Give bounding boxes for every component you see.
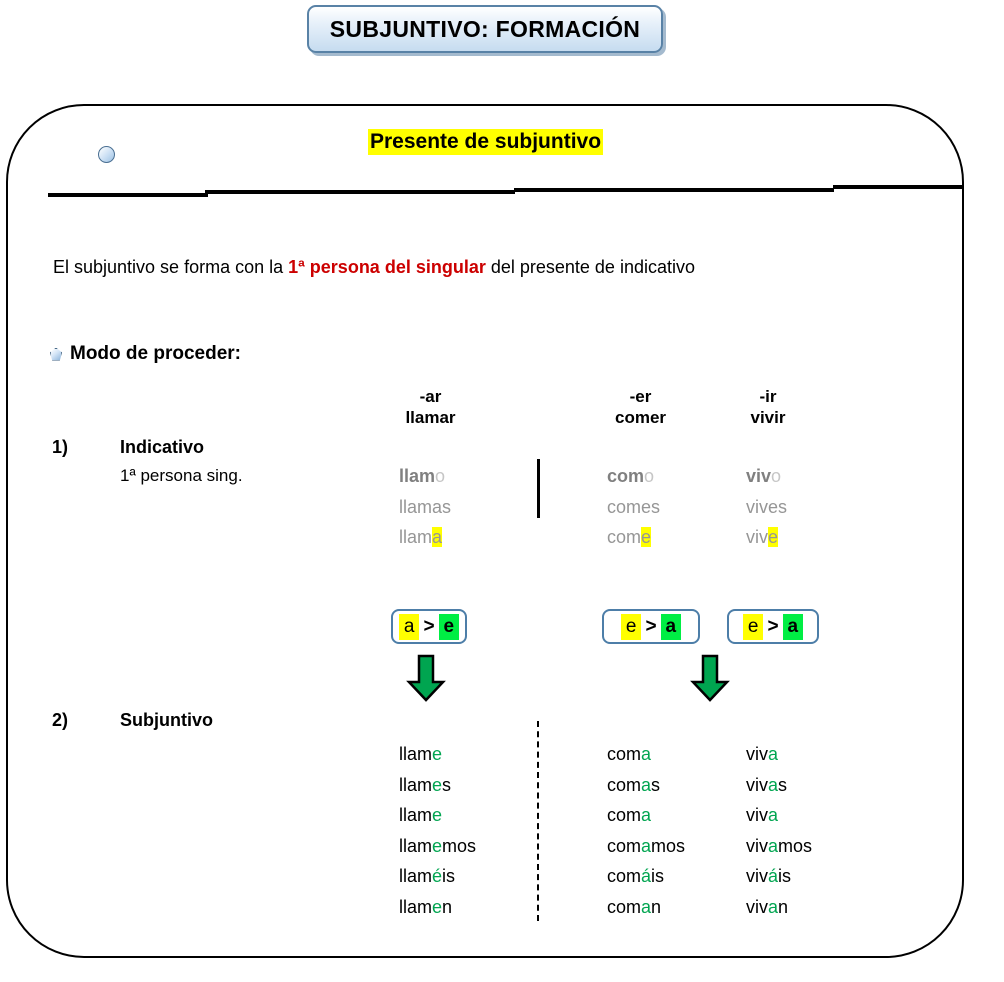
rule-source: e: [742, 613, 764, 640]
down-arrow-icon: [406, 654, 446, 702]
subjuntivo-form: coman: [607, 896, 662, 917]
indicativo-column-llamar: llamo llamas llama: [399, 461, 451, 553]
verb-group-header-er: -er comer: [578, 386, 703, 429]
intro-emphasis: 1ª persona del singular: [288, 257, 486, 277]
header-divider-segment: [205, 190, 515, 194]
step-1-number: 1): [52, 437, 69, 457]
subjuntivo-column-vivir: viva vivas viva vivamos viváis vivan: [746, 739, 812, 922]
title-banner: SUBJUNTIVO: FORMACIÓN: [307, 5, 663, 53]
indicativo-column-separator: [537, 459, 540, 518]
verb-group-infinitive: llamar: [405, 408, 456, 428]
indicativo-form: como: [607, 466, 655, 486]
rule-box-er: e > a: [602, 609, 700, 644]
indicativo-column-comer: como comes come: [607, 461, 660, 553]
subjuntivo-form: viváis: [746, 866, 792, 886]
subjuntivo-form: coma: [607, 805, 652, 825]
circle-bullet-icon: [98, 146, 115, 163]
step-1-title: Indicativo: [120, 437, 205, 457]
subjuntivo-form: vivamos: [746, 835, 813, 856]
subjuntivo-form: llamemos: [399, 835, 477, 856]
indicativo-form: llamo: [399, 466, 446, 486]
indicativo-form: vives: [746, 496, 788, 517]
step-1-subtitle: 1ª persona sing.: [120, 466, 243, 485]
intro-text-after: del presente de indicativo: [485, 257, 695, 277]
indicativo-form: comes: [607, 496, 661, 517]
indicativo-column-vivir: vivo vives vive: [746, 461, 787, 553]
verb-group-ending: -ir: [759, 387, 777, 406]
down-arrow-icon: [690, 654, 730, 702]
intro-sentence: El subjuntivo se forma con la 1ª persona…: [53, 257, 695, 278]
intro-text-before: El subjuntivo se forma con la: [53, 257, 289, 277]
subjuntivo-column-llamar: llame llames llame llamemos llaméis llamen: [399, 739, 476, 922]
rule-box-ar: a > e: [391, 609, 467, 644]
header-divider-segment: [48, 193, 208, 197]
verb-group-infinitive: vivir: [750, 408, 786, 428]
indicativo-form: come: [607, 527, 652, 547]
indicativo-form: vivo: [746, 466, 782, 486]
rule-arrow-symbol: >: [645, 615, 657, 637]
subjuntivo-form: comas: [607, 774, 661, 795]
subjuntivo-form: llame: [399, 805, 443, 825]
verb-group-infinitive: comer: [614, 408, 667, 428]
modo-de-proceder-label: Modo de proceder:: [70, 343, 242, 364]
rule-result: a: [782, 613, 804, 640]
rule-result: e: [438, 613, 460, 640]
rule-source: a: [398, 613, 420, 640]
verb-group-header-ir: -ir vivir: [707, 386, 829, 429]
subjuntivo-form: llaméis: [399, 866, 456, 886]
diamond-bullet-icon: [50, 347, 62, 361]
subjuntivo-form: vivas: [746, 774, 788, 795]
step-2-title: Subjuntivo: [120, 710, 213, 730]
rule-arrow-symbol: >: [767, 615, 779, 637]
subjuntivo-column-comer: coma comas coma comamos comáis coman: [607, 739, 685, 922]
modo-de-proceder-row: Modo de proceder:: [50, 343, 241, 365]
rule-result: a: [660, 613, 682, 640]
subjuntivo-form: llames: [399, 774, 452, 795]
header-divider-segment: [514, 188, 834, 192]
subjuntivo-form: viva: [746, 805, 779, 825]
subjuntivo-form: comáis: [607, 866, 665, 886]
verb-group-ending: -ar: [419, 387, 442, 406]
step-2-number: 2): [52, 710, 69, 730]
page-title: Presente de subjuntivo: [368, 129, 604, 155]
indicativo-form: llamas: [399, 496, 452, 517]
rule-source: e: [620, 613, 642, 640]
subjuntivo-form: llamen: [399, 896, 453, 917]
header-divider-segment: [833, 185, 963, 189]
content-frame: [6, 104, 964, 958]
subjuntivo-form: viva: [746, 744, 779, 764]
verb-group-ending: -er: [629, 387, 652, 406]
subjuntivo-form: comamos: [607, 835, 686, 856]
indicativo-form: llama: [399, 527, 443, 547]
indicativo-form: vive: [746, 527, 779, 547]
verb-group-header-ar: -ar llamar: [368, 386, 493, 429]
title-banner-label: SUBJUNTIVO: FORMACIÓN: [329, 15, 641, 42]
subjuntivo-column-separator: [537, 721, 539, 921]
rule-box-ir: e > a: [727, 609, 819, 644]
rule-arrow-symbol: >: [423, 615, 435, 637]
subjuntivo-form: llame: [399, 744, 443, 764]
subjuntivo-form: vivan: [746, 896, 789, 917]
subjuntivo-form: coma: [607, 744, 652, 764]
